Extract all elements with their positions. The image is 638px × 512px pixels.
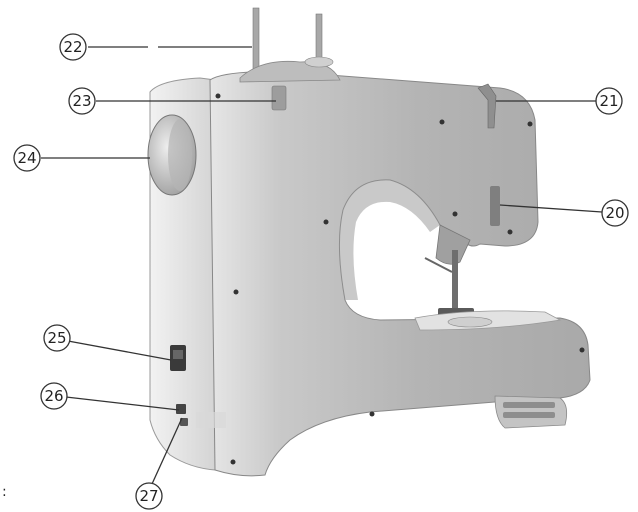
hand-wheel-rim [168,119,192,191]
callout-20-label: 20 [605,204,624,222]
spool-disc [304,56,334,68]
take-up-lever [490,186,500,226]
callout-27-label: 27 [139,487,158,505]
needle-head [435,224,471,265]
accessory-slot-2 [503,412,555,418]
bobbin-cover [447,316,493,328]
callout-25-label: 25 [47,329,66,347]
callout-26: 26 [40,382,68,410]
leader-20 [499,204,603,213]
callout-24-label: 24 [17,149,36,167]
callout-27: 27 [135,482,163,510]
callout-25: 25 [43,324,71,352]
thread-lever [424,257,453,273]
power-socket [180,418,188,426]
callout-22: 22 [59,33,87,61]
top-thread-guide-hook [477,83,497,129]
arm-opening [339,179,440,300]
stray-colon: : [2,484,7,500]
leader-27 [151,417,183,485]
callout-23: 23 [68,87,96,115]
foot-pedal-socket [176,404,186,414]
callout-22-label: 22 [63,38,82,56]
callout-26-label: 26 [44,387,63,405]
rating-label [196,412,226,428]
power-switch-rocker [173,350,183,359]
callout-23-label: 23 [72,92,91,110]
callout-21: 21 [595,87,623,115]
callout-21-label: 21 [599,92,618,110]
leader-26 [65,396,180,411]
callout-20: 20 [601,199,629,227]
callout-24: 24 [13,144,41,172]
leader-lines [41,46,603,485]
screws [215,93,585,465]
leader-25 [67,340,172,361]
accessory-slot [503,402,555,408]
needle-bar [452,250,458,310]
thread-guide [271,85,287,111]
